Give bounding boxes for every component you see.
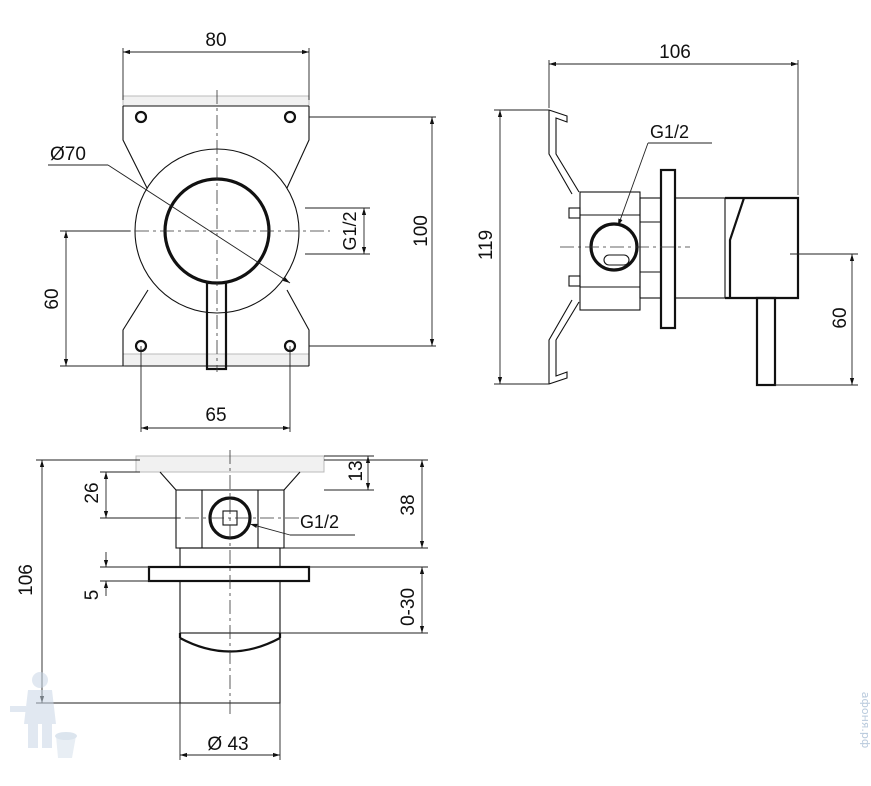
dim-diameter: Ø70 [50,144,86,165]
bottom-view: 106 26 5 13 38 0-30 G1/2 Ø 43 [16,450,428,760]
dim-flange: 5 [82,590,103,601]
dim-diameter: Ø 43 [207,734,248,755]
dim-38: 38 [398,494,419,515]
dim-width-bottom: 65 [205,405,226,426]
dim-height-total: 119 [476,230,497,260]
watermark-site: афоня.рф [859,692,871,749]
front-view: 80 Ø70 100 60 65 G1/2 [42,30,436,432]
side-flange [659,168,677,330]
side-view: 106 G1/2 119 60 [476,42,858,387]
dim-13: 13 [346,460,367,481]
bracket-hole [134,110,148,124]
dim-width-top: 80 [205,30,226,51]
dim-height-total: 100 [411,215,432,247]
thread-label: G1/2 [340,211,360,250]
thread-label: G1/2 [650,122,689,142]
bracket-hole [283,110,297,124]
dim-height-lower: 60 [830,307,851,328]
side-bracket [548,109,580,385]
dim-height-lower: 60 [42,288,63,309]
mounting-bracket [122,105,310,367]
dim-depth-total: 106 [659,42,691,63]
thread-label: G1/2 [300,512,339,532]
plumber-mascot-icon [10,672,77,758]
dim-adjust: 0-30 [398,588,419,626]
dim-length-total: 106 [16,564,37,596]
dim-26: 26 [82,482,103,503]
lever [205,281,228,371]
